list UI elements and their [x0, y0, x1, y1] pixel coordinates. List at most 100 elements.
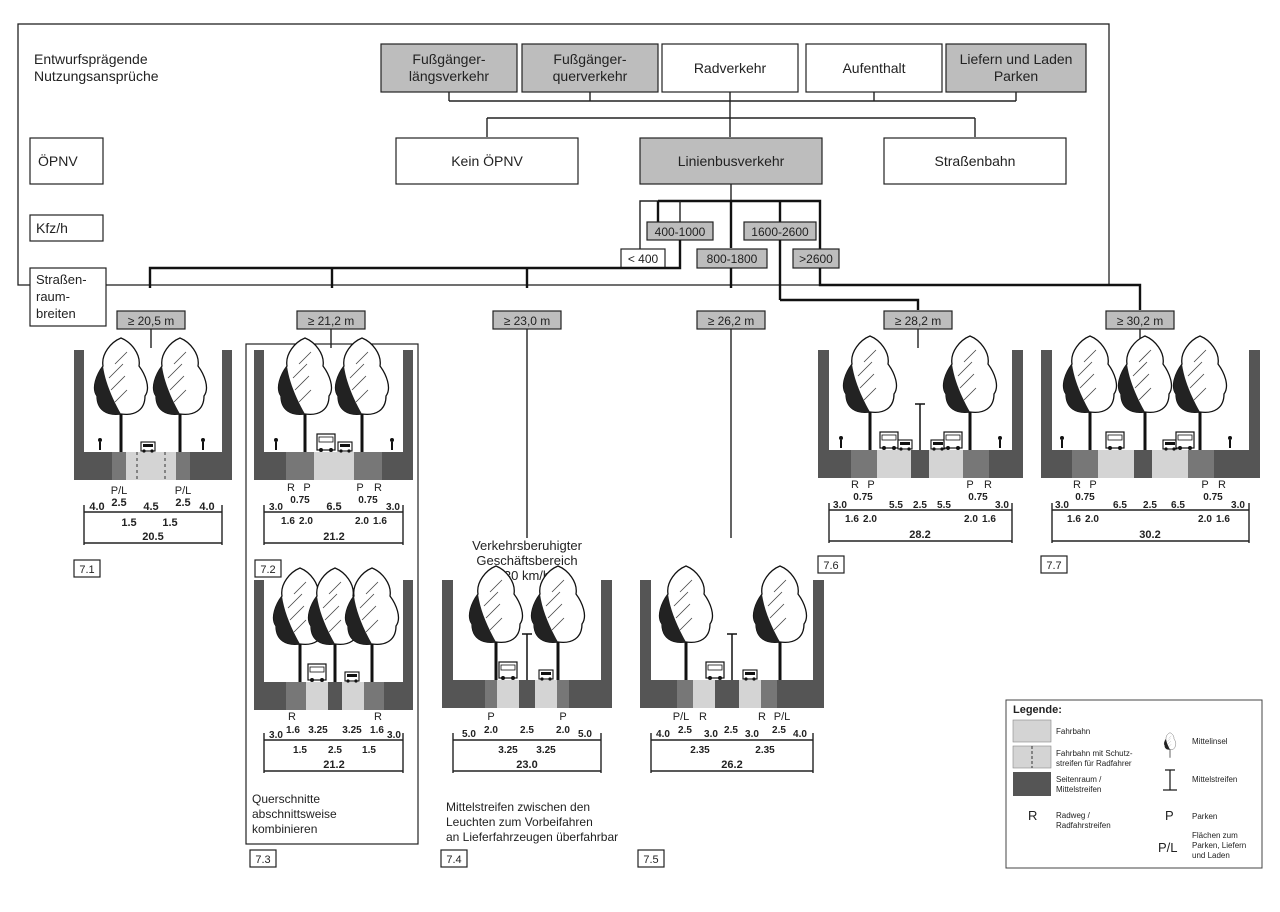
s77-id-box: [1040, 555, 1068, 574]
s71-id: 7.1: [79, 564, 94, 576]
s77-sub-1: 1.6: [1067, 514, 1081, 525]
box-aufenthalt-label: Aufenthalt: [842, 60, 905, 76]
s75-sub-2: 2.35: [755, 745, 775, 756]
s76-id-box: [817, 555, 845, 574]
s77-tag-1: R: [1073, 479, 1081, 491]
kfz-400-1000-label: 400-1000: [655, 225, 706, 239]
s76-row-3: 2.5: [913, 500, 927, 511]
strassenraum-label-box: [29, 267, 107, 327]
s72-tag-2: P: [303, 482, 310, 494]
legend-r-line1: Radweg /: [1056, 811, 1091, 820]
s74-note-line1: Mittelstreifen zwischen den: [446, 800, 590, 814]
box-fussgaenger-laengs-line1: Fußgänger-: [412, 51, 485, 67]
legend-title: Legende:: [1013, 704, 1062, 716]
legend-r-line2: Radfahrstreifen: [1056, 821, 1111, 830]
legend-pl-line3: und Laden: [1192, 851, 1230, 860]
strassenraum-line1: Straßen-: [36, 272, 87, 287]
legend-parken: Parken: [1192, 812, 1217, 821]
s76-sub-4: 1.6: [982, 514, 996, 525]
s73-id: 7.3: [255, 854, 270, 866]
s74-title-line2: Geschäftsbereich: [476, 553, 577, 568]
s72-id-box: [254, 559, 282, 578]
breite-label-5: ≥ 28,2 m: [895, 314, 942, 328]
box-kein-oepnv-label: Kein ÖPNV: [451, 152, 523, 169]
strassenraum-line2: raum-: [36, 289, 70, 304]
legend-pl-line2: Parken, Liefern: [1192, 841, 1246, 850]
kfz-label-box: [29, 214, 104, 242]
s71-top-2: 2.5: [175, 497, 190, 509]
legend-mittelinsel: Mittelinsel: [1192, 737, 1228, 746]
s76-row-5: 3.0: [995, 500, 1009, 511]
s77-tag-2: P: [1089, 479, 1096, 491]
box-liefern-laden-line2: Parken: [994, 68, 1038, 84]
kfz-label: Kfz/h: [36, 220, 68, 236]
s73-tag-1: R: [288, 711, 296, 723]
strassenraum-line3: breiten: [36, 306, 76, 321]
s76-tag-3: P: [966, 479, 973, 491]
s75-tag-1: P/L: [673, 711, 690, 723]
s74-note-line3: an Lieferfahrzeugen überfahrbar: [446, 830, 618, 844]
s75-row-1: 4.0: [656, 729, 670, 740]
s77-sub-2: 2.0: [1085, 514, 1099, 525]
s73-total: 21.2: [323, 759, 344, 771]
s73-row-3: 3.25: [308, 725, 328, 736]
s72-sub-3: 2.0: [355, 516, 369, 527]
s71-id-box: [73, 559, 101, 578]
oepnv-label-box: [29, 137, 104, 185]
s73-sub-1: 1.5: [293, 745, 307, 756]
legend-pl-symbol: P/L: [1158, 840, 1178, 855]
s71-tag-2: P/L: [175, 485, 192, 497]
s71-row-3: 4.0: [199, 501, 214, 513]
section-7-1: [74, 336, 232, 480]
s77-row-2: 6.5: [1113, 500, 1127, 511]
box-liefern-laden-line1: Liefern und Laden: [960, 51, 1073, 67]
nutzung-boxes: Fußgänger- längsverkehr Fußgänger- querv…: [380, 43, 1087, 93]
s77-row-1: 3.0: [1055, 500, 1069, 511]
connectors-nutzung: [448, 92, 1017, 137]
s77-id: 7.7: [1046, 560, 1061, 572]
kfz-800-1800-label: 800-1800: [707, 252, 758, 266]
s73-sub-2: 2.5: [328, 745, 342, 756]
kfz-gt2600-label: >2600: [799, 252, 833, 266]
s72-id: 7.2: [260, 564, 275, 576]
entwurf-title-line1: Entwurfsprägende: [34, 51, 148, 67]
legend-schutz-line2: streifen für Radfahrer: [1056, 759, 1132, 768]
breite-label-1: ≥ 20,5 m: [128, 314, 175, 328]
s76-top-2: 0.75: [968, 492, 988, 503]
mittelstreifen-lamp-icon: [1163, 769, 1177, 791]
s73-row-6: 3.0: [387, 730, 401, 741]
breite-label-6: ≥ 30,2 m: [1117, 314, 1164, 328]
s75-id: 7.5: [643, 854, 658, 866]
s74-row-2: 2.0: [484, 725, 498, 736]
s76-tag-4: R: [984, 479, 992, 491]
s76-row-2: 5.5: [889, 500, 903, 511]
s76-row-1: 3.0: [833, 500, 847, 511]
s74-sub-2: 3.25: [536, 745, 556, 756]
s76-sub-3: 2.0: [964, 514, 978, 525]
legend-p-symbol: P: [1165, 808, 1174, 823]
s75-row-2: 2.5: [678, 725, 692, 736]
s76-top-1: 0.75: [853, 492, 873, 503]
s75-tag-2: R: [699, 711, 707, 723]
s72-sub-1: 1.6: [281, 516, 295, 527]
legend-seiten-line2: Mittelstreifen: [1056, 785, 1101, 794]
section-7-2: [254, 336, 413, 480]
s76-sub-2: 2.0: [863, 514, 877, 525]
s77-tag-3: P: [1201, 479, 1208, 491]
s74-id: 7.4: [446, 854, 461, 866]
s75-row-3: 3.0: [704, 729, 718, 740]
s75-total: 26.2: [721, 759, 742, 771]
s77-top-1: 0.75: [1075, 492, 1095, 503]
kfz-connectors: [622, 184, 822, 259]
s77-tag-4: R: [1218, 479, 1226, 491]
s77-row-3: 2.5: [1143, 500, 1157, 511]
s77-top-2: 0.75: [1203, 492, 1223, 503]
s76-tag-1: R: [851, 479, 859, 491]
s72-tag-4: R: [374, 482, 382, 494]
entwurf-title-line2: Nutzungsansprüche: [34, 68, 159, 84]
breite-label-4: ≥ 26,2 m: [708, 314, 755, 328]
box-linienbus-label: Linienbusverkehr: [678, 153, 785, 169]
box-strassenbahn-label: Straßenbahn: [935, 153, 1016, 169]
breiten-connectors: [148, 240, 1142, 310]
